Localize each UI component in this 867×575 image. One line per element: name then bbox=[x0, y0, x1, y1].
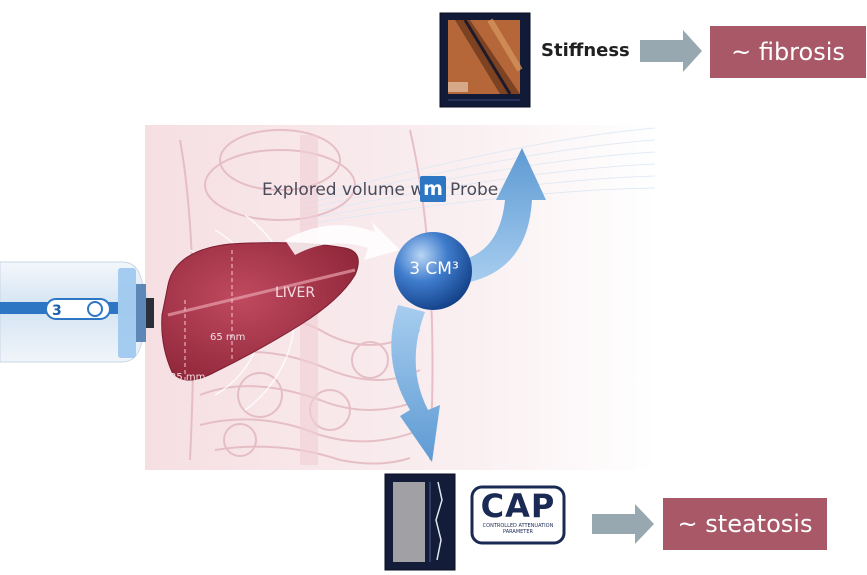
probe-to-volume-arrow bbox=[285, 222, 400, 260]
cap-acronym: CAP bbox=[480, 487, 556, 525]
gray-arrow-top bbox=[640, 30, 702, 72]
cap-scan-image-icon bbox=[384, 473, 456, 571]
cap-logo: CAP CONTROLLED ATTENUATION PARAMETER bbox=[474, 489, 562, 541]
m-probe-badge-icon: m bbox=[420, 176, 446, 202]
steatosis-result-label: ~ steatosis bbox=[677, 510, 813, 538]
cap-logo-frame bbox=[470, 485, 566, 545]
depth-label-25: 25 mm bbox=[170, 372, 206, 383]
up-flow-arrow bbox=[462, 148, 546, 282]
fibrosis-result-box: ~ fibrosis bbox=[710, 26, 866, 78]
gray-arrow-bottom bbox=[592, 504, 654, 544]
volume-label: 3 CM³ bbox=[409, 259, 459, 279]
ultrasound-probe-icon: 3 bbox=[0, 261, 154, 363]
steatosis-result-box: ~ steatosis bbox=[663, 498, 827, 550]
liver-label: LIVER bbox=[275, 285, 316, 301]
volume-sphere-icon bbox=[394, 232, 472, 310]
down-flow-arrow bbox=[391, 305, 440, 462]
svg-text:3: 3 bbox=[52, 303, 62, 319]
cap-subtitle-line2: PARAMETER bbox=[503, 529, 533, 535]
depth-label-65: 65 mm bbox=[210, 332, 246, 343]
liver-organ bbox=[161, 242, 359, 381]
explored-volume-caption: Explored volume with bbox=[262, 180, 446, 200]
stiffness-label: Stiffness bbox=[541, 40, 630, 61]
elastography-image-icon bbox=[439, 12, 531, 108]
fibrosis-result-label: ~ fibrosis bbox=[731, 38, 845, 66]
probe-word: Probe bbox=[450, 180, 499, 200]
cap-subtitle-line1: CONTROLLED ATTENUATION bbox=[482, 523, 554, 529]
explored-volume-text: Explored volume with bbox=[262, 180, 447, 200]
